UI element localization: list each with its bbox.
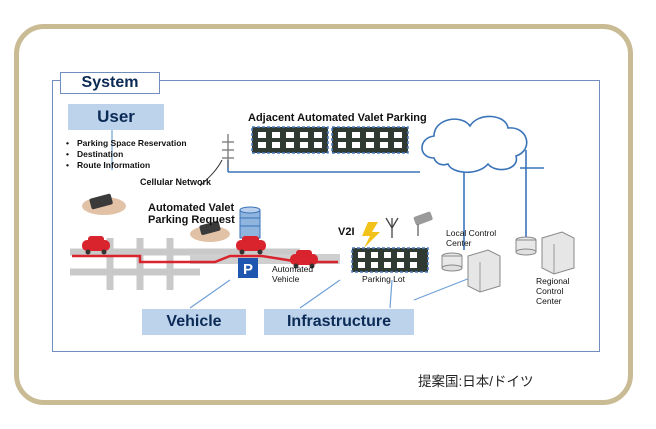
car-icon-left: [82, 236, 110, 255]
road: [190, 254, 340, 264]
vehicle-label: Vehicle: [142, 309, 246, 335]
adjacent-avp-label: Adjacent Automated Valet Parking: [248, 112, 427, 124]
parking-lot-icon: [351, 247, 429, 273]
cellular-network-label: Cellular Network: [140, 177, 212, 187]
local-server-icon: [467, 249, 501, 293]
smartphone-icon-middle: [190, 221, 230, 242]
avp-request-label: Automated Valet Parking Request: [148, 202, 235, 226]
automated-vehicle-label: Automated Vehicle: [272, 264, 314, 284]
signal-curve: [199, 159, 223, 187]
local-database-icon: [441, 252, 463, 272]
car-icon-middle: [236, 236, 266, 255]
building-icon: [239, 206, 261, 239]
service-item-destination: Destination: [66, 149, 187, 160]
regional-control-center-label: Regional Control Center: [536, 276, 570, 306]
cell-tower-icon: [222, 134, 234, 168]
cloud-icon: [421, 115, 528, 174]
v2i-label: V2I: [338, 226, 355, 238]
regional-server-icon: [541, 231, 575, 275]
system-boundary: [52, 80, 600, 352]
adjacent-parking-lots: [251, 126, 409, 154]
local-control-center-label: Local Control Center: [446, 228, 497, 248]
proposing-country-note: 提案国:日本/ドイツ: [418, 374, 534, 389]
system-label: System: [60, 72, 160, 94]
lightning-icon: [362, 222, 380, 248]
antenna-icon: [385, 217, 399, 238]
service-item-route: Route Information: [66, 160, 187, 171]
svg-text:P: P: [243, 261, 253, 278]
infrastructure-label: Infrastructure: [264, 309, 414, 335]
car-icon-automated: [290, 250, 318, 269]
parking-sign-icon: P: [238, 258, 258, 278]
parking-lot-label: Parking Lot: [362, 274, 405, 284]
camera-icon: [413, 211, 433, 236]
regional-database-icon: [515, 236, 537, 256]
smartphone-icon-top: [82, 193, 126, 215]
user-service-list: Parking Space Reservation Destination Ro…: [66, 138, 187, 171]
service-item-reservation: Parking Space Reservation: [66, 138, 187, 149]
user-label: User: [68, 104, 164, 130]
